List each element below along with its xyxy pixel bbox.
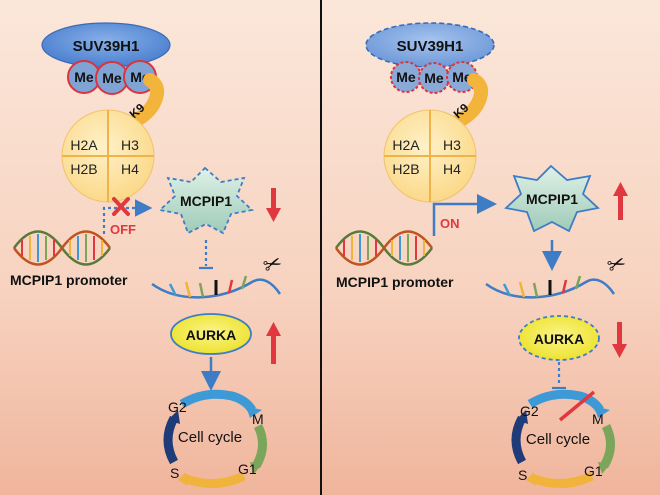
- dna-double-helix-icon: [334, 230, 434, 266]
- up-arrow-icon: [613, 182, 628, 220]
- phase-g2: G2: [520, 403, 539, 419]
- inhibition-line: [199, 240, 213, 270]
- methyl-label: Me: [74, 69, 94, 85]
- histone-h2a: H2A: [70, 137, 98, 153]
- histone-h4: H4: [443, 161, 461, 177]
- methyl-groups: Me Me Me: [67, 60, 157, 95]
- methyl-label: Me: [396, 69, 416, 85]
- cell-cycle-title: Cell cycle: [526, 431, 590, 448]
- histone-h3: H3: [121, 137, 139, 153]
- mrna-strand: [485, 275, 616, 299]
- aurka-oval: [518, 315, 600, 361]
- methyl-label: Me: [452, 69, 472, 85]
- suv39h1-label: SUV39H1: [73, 38, 140, 55]
- histone-h2a: H2A: [392, 137, 420, 153]
- phase-m: M: [252, 411, 264, 427]
- panel-right: SUV39H1 Me Me Me K9 H2A H3 H2B H4 ON: [322, 0, 660, 495]
- switch-on-label: ON: [440, 216, 460, 231]
- cell-cycle: Cell cycle G2 M G1 S: [163, 389, 267, 488]
- histone-h4: H4: [121, 161, 139, 177]
- phase-m: M: [592, 411, 604, 427]
- phase-s: S: [170, 465, 179, 481]
- phase-g2: G2: [168, 399, 187, 415]
- panel-divider: [320, 0, 322, 495]
- histone-octamer: H2A H3 H2B H4: [61, 109, 155, 203]
- down-arrow-icon: [612, 322, 627, 358]
- inhibition-line: [552, 362, 566, 390]
- phase-s: S: [518, 467, 527, 483]
- cycle-block-slash: [558, 390, 596, 422]
- methyl-groups: Me Me Me: [390, 61, 478, 94]
- dna-double-helix-icon: [12, 230, 112, 266]
- panel-left: SUV39H1 Me Me Me K9 H2A H3 H2B H4: [0, 0, 320, 495]
- methyl-label: Me: [424, 70, 444, 86]
- cell-cycle: Cell cycle G2 M G1 S: [511, 389, 615, 488]
- mcpip1-star: [158, 166, 254, 235]
- up-arrow-icon: [266, 322, 281, 364]
- methyl-label: Me: [102, 70, 122, 86]
- promoter-label: MCPIP1 promoter: [336, 274, 454, 290]
- aurka-oval: [170, 313, 252, 355]
- cell-cycle-title: Cell cycle: [178, 429, 242, 446]
- histone-h2b: H2B: [392, 161, 419, 177]
- aurka-label: AURKA: [186, 327, 237, 343]
- histone-h3: H3: [443, 137, 461, 153]
- blocked-activation-path: [102, 199, 153, 234]
- mcpip1-label: MCPIP1: [526, 191, 578, 207]
- histone-octamer: H2A H3 H2B H4: [383, 109, 477, 203]
- histone-h2b: H2B: [70, 161, 97, 177]
- mrna-strand: [151, 275, 282, 299]
- down-arrow-icon: [266, 188, 281, 222]
- activation-path: [432, 194, 497, 236]
- suv39h1-label: SUV39H1: [397, 38, 464, 55]
- switch-off-label: OFF: [110, 222, 136, 237]
- mcpip1-label: MCPIP1: [180, 193, 232, 209]
- aurka-label: AURKA: [534, 331, 585, 347]
- promoter-label: MCPIP1 promoter: [10, 272, 128, 288]
- phase-g1: G1: [584, 463, 603, 479]
- cross-mark-icon: [112, 197, 130, 216]
- mcpip1-star: [504, 164, 600, 233]
- phase-g1: G1: [238, 461, 257, 477]
- suv39h1-enzyme: [365, 22, 495, 68]
